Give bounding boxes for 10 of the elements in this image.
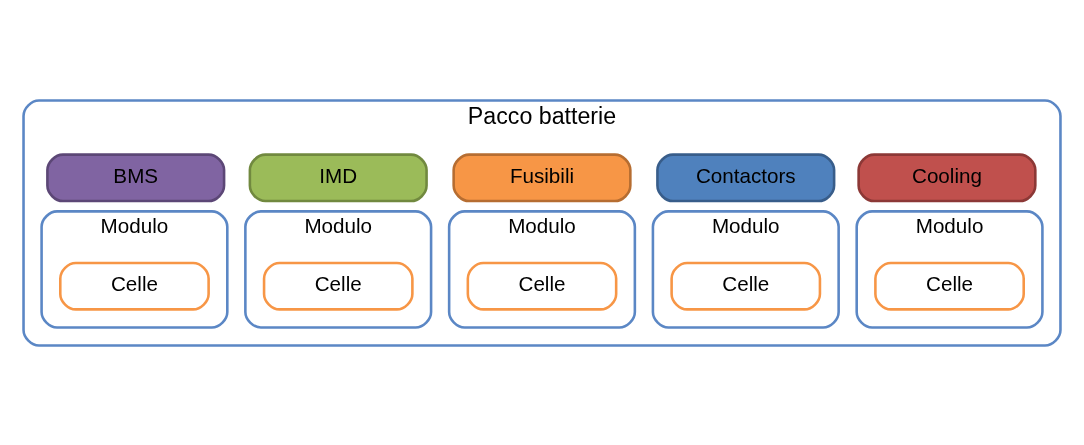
node-box: Fusibili — [452, 152, 632, 202]
node-box: BMS — [46, 152, 226, 202]
node-box: Contactors — [656, 152, 836, 202]
node-box: Cooling — [857, 152, 1037, 202]
node-box: Celle — [670, 261, 822, 311]
node-box: Celle — [59, 261, 210, 311]
node-box: IMD — [248, 152, 428, 202]
node-box: Celle — [262, 261, 414, 311]
node-box: Celle — [874, 261, 1025, 311]
node-box: Celle — [466, 261, 618, 311]
